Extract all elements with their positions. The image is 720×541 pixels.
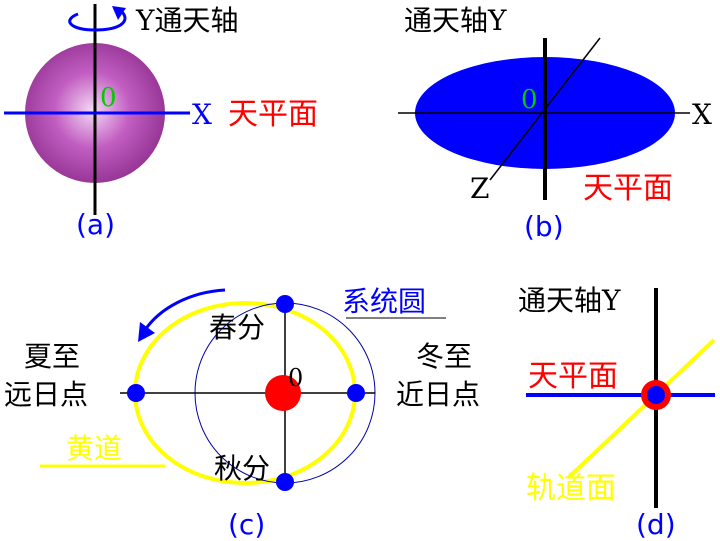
orbit-direction-arrow xyxy=(143,288,226,331)
ecliptic-label: 黄道 xyxy=(66,432,122,465)
rotation-arrowhead-icon xyxy=(112,6,126,20)
z-label-b: Z xyxy=(470,172,489,205)
winter-solstice-label: 冬至 xyxy=(416,340,472,373)
origin-label-a: 0 xyxy=(100,83,117,113)
plane-label-b: 天平面 xyxy=(583,171,673,206)
orbit-label-d: 轨道面 xyxy=(526,471,616,506)
axis-label-d: 通天轴Y xyxy=(518,284,621,317)
autumn-label: 秋分 xyxy=(214,452,270,485)
perihelion-point xyxy=(347,384,365,402)
sun xyxy=(265,375,301,411)
orbit-arrowhead-icon xyxy=(138,322,155,342)
rotation-arrow-icon xyxy=(68,8,127,32)
system-circle-label: 系统圆 xyxy=(342,285,426,318)
aphelion-label: 远日点 xyxy=(4,378,88,411)
spring-label: 春分 xyxy=(209,311,265,344)
panel-d: 通天轴Y 天平面 轨道面 (d) xyxy=(518,284,716,541)
x-label-b: X xyxy=(692,98,712,131)
earth-d xyxy=(647,386,665,404)
orbit-plane-line xyxy=(566,338,716,480)
x-label-a: X xyxy=(192,98,212,131)
summer-solstice-label: 夏至 xyxy=(24,340,80,373)
origin-label-c: 0 xyxy=(288,364,303,392)
axis-label-b: 通天轴Y xyxy=(404,4,507,37)
panel-b: 通天轴Y 0 X Z 天平面 (b) xyxy=(398,4,712,243)
autumn-equinox-point xyxy=(276,473,294,491)
caption-d: (d) xyxy=(636,508,676,541)
spring-equinox-point xyxy=(276,295,294,313)
z-axis-b xyxy=(489,37,601,181)
origin-label-b: 0 xyxy=(521,85,538,115)
panel-a: Y通天轴 0 X 天平面 (a) xyxy=(4,4,318,241)
aphelion-point xyxy=(127,384,145,402)
caption-c: (c) xyxy=(228,508,265,541)
perihelion-label: 近日点 xyxy=(396,378,480,411)
caption-b: (b) xyxy=(524,210,564,243)
plane-label-d: 天平面 xyxy=(528,359,618,394)
panel-c: 系统圆 春分 秋分 夏至 远日点 冬至 近日点 黄道 0 (c) xyxy=(4,285,480,541)
caption-a: (a) xyxy=(76,208,115,241)
axis-label-a: Y通天轴 xyxy=(135,4,239,37)
plane-label-a: 天平面 xyxy=(228,97,318,132)
